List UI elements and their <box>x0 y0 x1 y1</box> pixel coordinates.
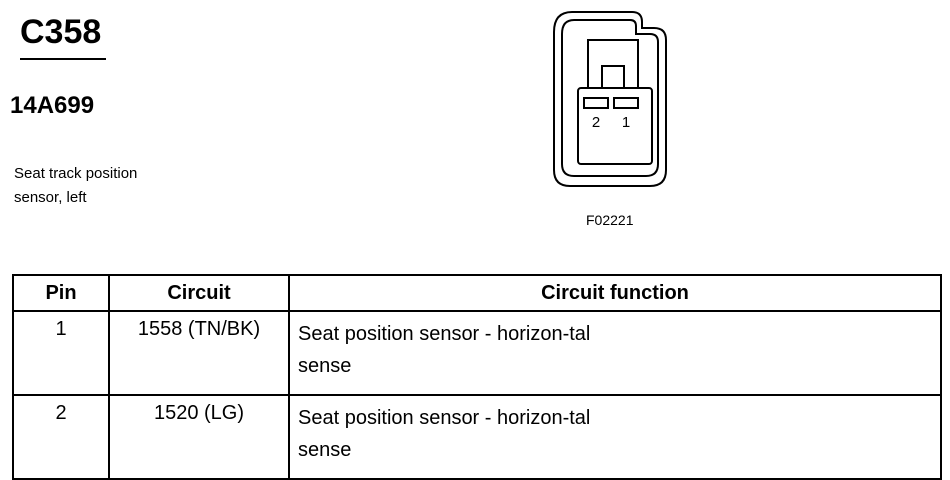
cell-pin: 1 <box>12 310 110 396</box>
header-pin: Pin <box>12 274 110 312</box>
connector-terminal-block <box>577 87 653 165</box>
pin-slot-1 <box>613 97 639 109</box>
cell-circuit: 1520 (LG) <box>108 394 290 480</box>
pin-label-1: 1 <box>622 114 630 131</box>
part-number: 14A699 <box>10 92 95 119</box>
table-header-row: Pin Circuit Circuit function <box>12 274 942 312</box>
header-circuit: Circuit <box>108 274 290 312</box>
cell-circuit: 1558 (TN/BK) <box>108 310 290 396</box>
table-row: 2 1520 (LG) Seat position sensor - horiz… <box>12 394 942 480</box>
connector-description: Seat track position sensor, left <box>14 165 138 206</box>
header-function: Circuit function <box>288 274 942 312</box>
pin-label-2: 2 <box>592 114 600 131</box>
cell-pin: 2 <box>12 394 110 480</box>
cell-function: Seat position sensor - horizon-tal sense <box>288 310 942 396</box>
connector-outer-housing <box>553 11 667 187</box>
connector-face-diagram: 2 1 <box>553 11 667 187</box>
cell-function-text: Seat position sensor - horizon-tal sense <box>298 407 591 461</box>
table-row: 1 1558 (TN/BK) Seat position sensor - ho… <box>12 310 942 396</box>
cell-function: Seat position sensor - horizon-tal sense <box>288 394 942 480</box>
connector-latch <box>587 39 639 89</box>
connector-inner-housing <box>561 19 659 177</box>
pinout-table: Pin Circuit Circuit function 1 1558 (TN/… <box>12 274 942 480</box>
connector-id: C358 <box>20 13 102 51</box>
figure-code: F02221 <box>586 212 634 228</box>
cell-function-text: Seat position sensor - horizon-tal sense <box>298 323 591 377</box>
pin-slot-2 <box>583 97 609 109</box>
connector-id-underline <box>20 58 106 60</box>
